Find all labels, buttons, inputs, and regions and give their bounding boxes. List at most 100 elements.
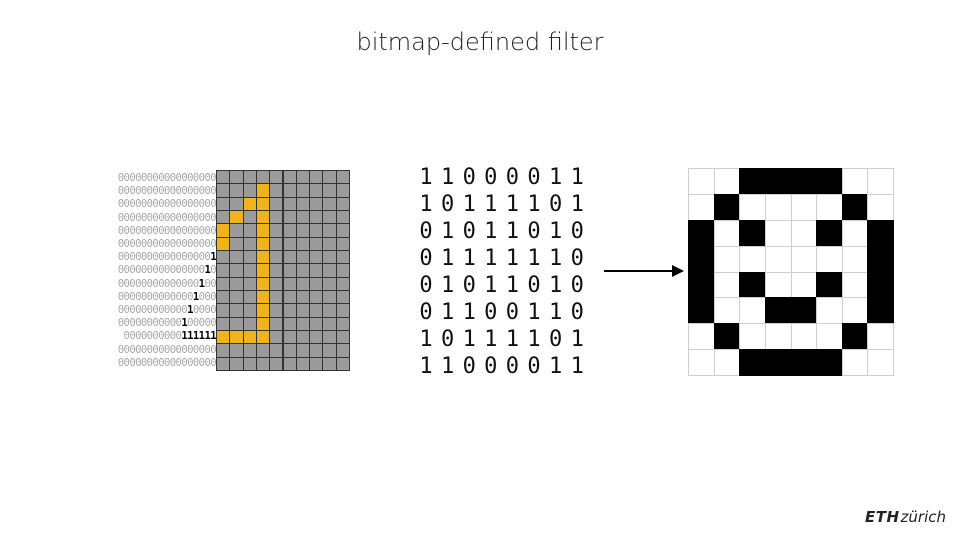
matrix-digit: 0: [419, 273, 433, 298]
grid-cell: [229, 356, 244, 371]
bitmap-cell: [739, 297, 766, 325]
matrix-digit: 0: [505, 354, 520, 379]
bitmap-cell: [841, 193, 869, 221]
matrix-digit: 1: [527, 192, 541, 217]
binary-text-row: 00000000000000000: [117, 224, 217, 237]
matrix-digit: 1: [505, 192, 520, 217]
matrix-digit: 0: [570, 273, 584, 298]
grid-cell: [309, 316, 324, 331]
grid-cell: [309, 223, 324, 238]
matrix-digit: 1: [570, 354, 584, 379]
bitmap-cell: [841, 219, 869, 247]
grid-cell: [255, 343, 271, 358]
bitmap-cell: [867, 193, 894, 221]
bitmap-cell: [688, 323, 715, 351]
grid-cell: [309, 196, 324, 211]
grid-cell: [255, 276, 271, 291]
grid-cell: [295, 210, 311, 225]
grid-cell: [242, 356, 257, 371]
matrix-digit: 1: [570, 192, 584, 217]
matrix-digit: 0: [462, 165, 476, 190]
grid-cell: [216, 263, 231, 278]
grid-cell: [242, 196, 257, 211]
binary-text-row: 00000000000000000: [117, 356, 217, 369]
grid-cell: [282, 223, 297, 238]
grid-cell: [282, 316, 297, 331]
matrix-digit: 0: [570, 246, 584, 271]
bitmap-cell: [790, 193, 818, 221]
bitmap-cell: [764, 219, 792, 247]
bitmap-cell: [816, 193, 843, 221]
grid-cell: [335, 236, 350, 251]
matrix-digit: 1: [462, 192, 476, 217]
matrix-digit: 0: [419, 300, 433, 325]
grid-cell: [269, 330, 284, 345]
bitmap-cell: [790, 323, 818, 351]
bitmap-cell: [688, 168, 715, 195]
matrix-digit: 1: [484, 219, 498, 244]
matrix-digit: 1: [462, 246, 476, 271]
matrix-digit: 0: [484, 165, 498, 190]
matrix-digit: 1: [484, 327, 498, 352]
bitmap-cell: [816, 271, 843, 299]
pixel-grid-left: [216, 170, 350, 371]
bitmap-cell: [713, 245, 741, 273]
matrix-digit: 1: [548, 354, 563, 379]
grid-cell: [255, 223, 271, 238]
binary-text-row: 00000000000010000: [117, 304, 217, 316]
bitmap-cell: [790, 349, 818, 376]
grid-cell: [229, 343, 244, 358]
bitmap-cell: [867, 297, 894, 325]
grid-cell: [216, 290, 231, 305]
grid-cell: [322, 356, 337, 371]
grid-cell: [229, 316, 244, 331]
matrix-digit: 1: [527, 327, 541, 352]
grid-cell: [335, 223, 350, 238]
bitmap-cell: [688, 349, 715, 376]
binary-text-row: 00000000000000000: [117, 238, 217, 250]
bitmap-cell: [764, 323, 792, 351]
bitmap-cell: [816, 245, 843, 273]
bitmap-cell: [816, 323, 843, 351]
grid-cell: [216, 210, 231, 225]
grid-cell: [335, 183, 350, 198]
grid-cell: [255, 263, 271, 278]
matrix-digit: 1: [505, 246, 520, 271]
bitmap-cell: [713, 168, 741, 195]
grid-cell: [216, 250, 231, 265]
matrix-digit: 0: [440, 192, 455, 217]
grid-cell: [309, 236, 324, 251]
bitmap-cell: [688, 193, 715, 221]
slide-title: bitmap-defined filter: [356, 28, 604, 56]
grid-cell: [282, 330, 297, 345]
matrix-digit: 0: [505, 165, 520, 190]
matrix-digit: 1: [440, 300, 455, 325]
bitmap-cell: [867, 349, 894, 376]
grid-cell: [242, 330, 257, 345]
bitmap-cell: [764, 271, 792, 299]
grid-cell: [255, 236, 271, 251]
matrix-digit: 0: [484, 354, 498, 379]
bitmap-cell: [867, 323, 894, 351]
grid-cell: [255, 183, 271, 198]
grid-cell: [335, 343, 350, 358]
grid-cell: [269, 196, 284, 211]
grid-cell: [255, 330, 271, 345]
grid-cell: [282, 236, 297, 251]
grid-cell: [322, 196, 337, 211]
bitmap-cell: [688, 245, 715, 273]
bitmap-cell: [713, 297, 741, 325]
grid-cell: [216, 170, 231, 185]
binary-text-row: 00000000000000010: [117, 264, 217, 277]
bitmap-cell: [764, 245, 792, 273]
grid-cell: [282, 210, 297, 225]
grid-cell: [322, 236, 337, 251]
grid-cell: [216, 330, 231, 345]
